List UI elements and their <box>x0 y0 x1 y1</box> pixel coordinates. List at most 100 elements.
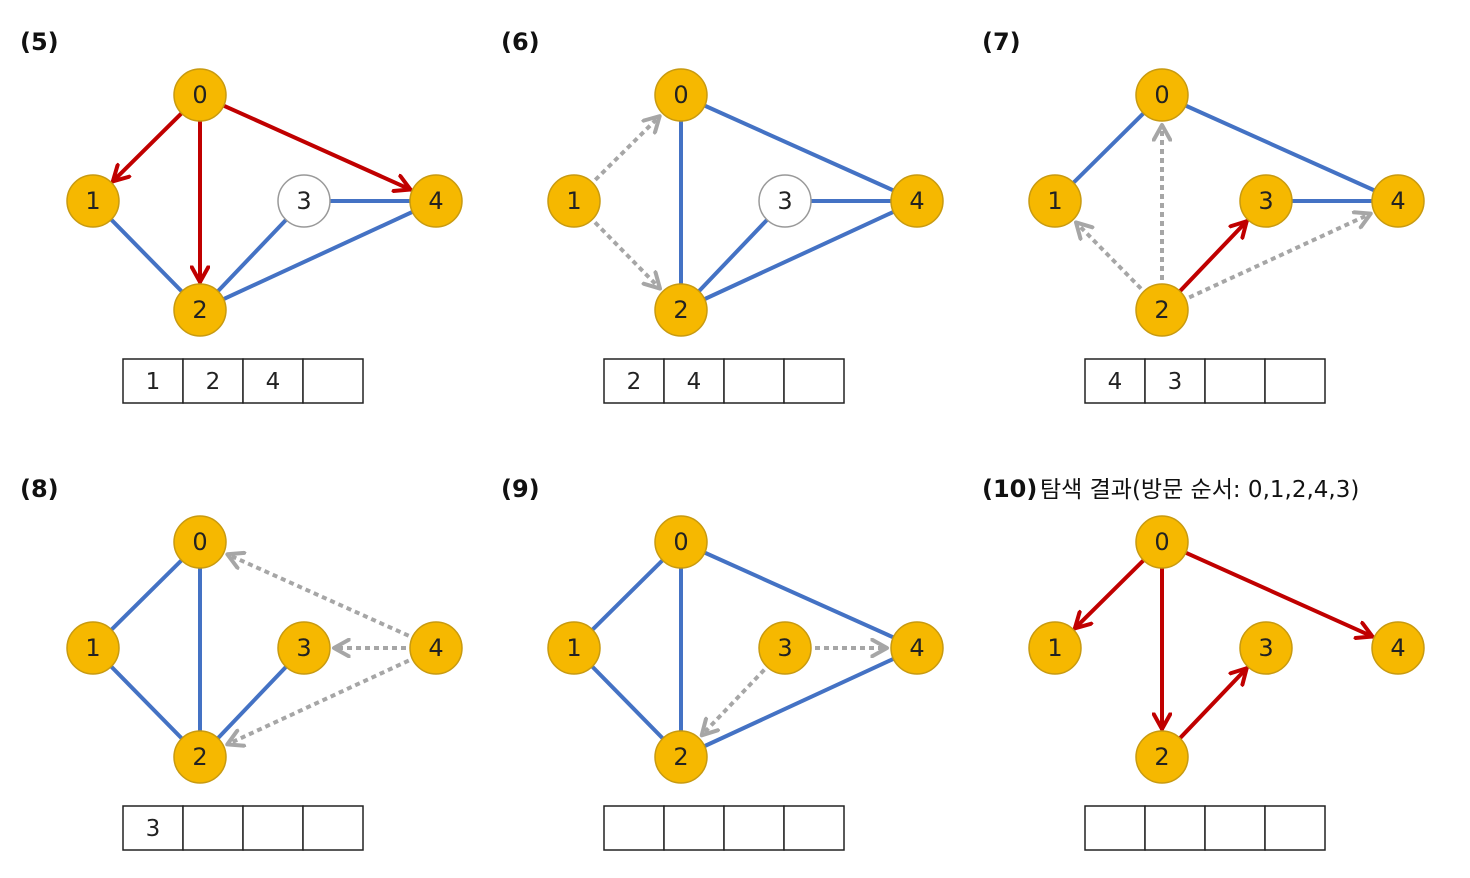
node-circle <box>66 174 120 228</box>
node-2: 2 <box>1135 730 1189 784</box>
node-1: 1 <box>66 621 120 675</box>
edge-0-4-tree <box>221 103 413 190</box>
node-label: 1 <box>85 187 100 215</box>
node-label: 4 <box>428 634 443 662</box>
node-1: 1 <box>1028 621 1082 675</box>
node-circle <box>66 621 120 675</box>
queue-cell <box>783 805 845 851</box>
node-label: 2 <box>192 743 207 771</box>
node-2: 2 <box>173 283 227 337</box>
node-3: 3 <box>758 621 812 675</box>
edge-0-4-graph <box>680 93 918 203</box>
node-label: 3 <box>296 187 311 215</box>
edge-1-2-check <box>593 221 660 288</box>
node-label: 2 <box>1154 296 1169 324</box>
queue-cell <box>122 805 184 851</box>
edge-0-4-graph <box>680 540 918 650</box>
node-4: 4 <box>409 621 463 675</box>
queue-cell-value: 2 <box>627 369 642 395</box>
node-circle <box>890 621 944 675</box>
node-circle <box>1371 621 1425 675</box>
panel-title: (8) <box>20 475 59 503</box>
node-label: 2 <box>673 296 688 324</box>
node-circle <box>1135 283 1189 337</box>
node-label: 0 <box>192 81 207 109</box>
queue-cell <box>1204 805 1266 851</box>
node-3: 3 <box>1239 174 1293 228</box>
node-4: 4 <box>409 174 463 228</box>
node-circle <box>758 621 812 675</box>
panel-0: (5) 0 1 2 3 4 1 2 4 <box>20 28 463 404</box>
node-label: 1 <box>1047 634 1062 662</box>
panel-caption: 탐색 결과(방문 순서: 0,1,2,4,3) <box>1040 477 1359 503</box>
edge-2-4-graph <box>680 199 918 312</box>
queue: 3 <box>122 805 364 851</box>
node-label: 0 <box>1154 81 1169 109</box>
nodes: 0 1 2 3 4 <box>547 515 944 784</box>
queue-cell <box>1084 805 1146 851</box>
node-1: 1 <box>547 621 601 675</box>
node-circle <box>1239 621 1293 675</box>
node-circle <box>1135 515 1189 569</box>
node-4: 4 <box>890 621 944 675</box>
queue-cell-value: 3 <box>146 816 161 842</box>
node-0: 0 <box>173 68 227 122</box>
edge-2-3-tree <box>1177 219 1249 294</box>
queue-cell <box>663 358 725 404</box>
queue-cell-value: 2 <box>206 369 221 395</box>
queue-cell <box>242 805 304 851</box>
queue-cell <box>1264 805 1326 851</box>
node-label: 0 <box>673 528 688 556</box>
queue-cell-value: 4 <box>266 369 281 395</box>
edges <box>1072 550 1375 741</box>
node-label: 3 <box>777 187 792 215</box>
edge-0-4-tree <box>1183 550 1375 637</box>
node-circle <box>890 174 944 228</box>
node-circle <box>758 174 812 228</box>
node-circle <box>654 283 708 337</box>
queue-cell <box>182 358 244 404</box>
node-label: 4 <box>428 187 443 215</box>
node-label: 2 <box>1154 743 1169 771</box>
node-2: 2 <box>173 730 227 784</box>
node-circle <box>1135 730 1189 784</box>
node-label: 0 <box>192 528 207 556</box>
queue-cell-value: 1 <box>146 369 161 395</box>
node-label: 4 <box>1390 634 1405 662</box>
node-label: 1 <box>566 187 581 215</box>
queue-cell <box>1204 358 1266 404</box>
queue-cell <box>723 805 785 851</box>
panel-title: (5) <box>20 28 59 56</box>
edge-0-4-graph <box>1161 93 1399 203</box>
edge-2-4-graph <box>199 199 437 312</box>
queue-cell <box>302 358 364 404</box>
edge-2-1-check <box>1076 222 1143 290</box>
node-circle <box>277 621 331 675</box>
edge-3-2-check <box>702 668 766 736</box>
node-label: 3 <box>296 634 311 662</box>
panel-3: (8) 0 1 2 3 4 3 <box>20 475 463 851</box>
node-circle <box>1135 68 1189 122</box>
queue <box>603 805 845 851</box>
node-label: 3 <box>1258 187 1273 215</box>
node-label: 2 <box>192 296 207 324</box>
node-3: 3 <box>758 174 812 228</box>
node-circle <box>173 515 227 569</box>
queue-cell-value: 3 <box>1168 369 1183 395</box>
edges <box>572 540 918 759</box>
queue-cell-value: 4 <box>687 369 702 395</box>
node-circle <box>547 174 601 228</box>
node-label: 3 <box>777 634 792 662</box>
node-label: 2 <box>673 743 688 771</box>
queue-cell <box>302 805 364 851</box>
node-circle <box>1028 174 1082 228</box>
node-4: 4 <box>890 174 944 228</box>
node-circle <box>409 174 463 228</box>
node-3: 3 <box>1239 621 1293 675</box>
node-label: 1 <box>1047 187 1062 215</box>
queue-cell <box>663 805 725 851</box>
edges <box>91 103 437 312</box>
